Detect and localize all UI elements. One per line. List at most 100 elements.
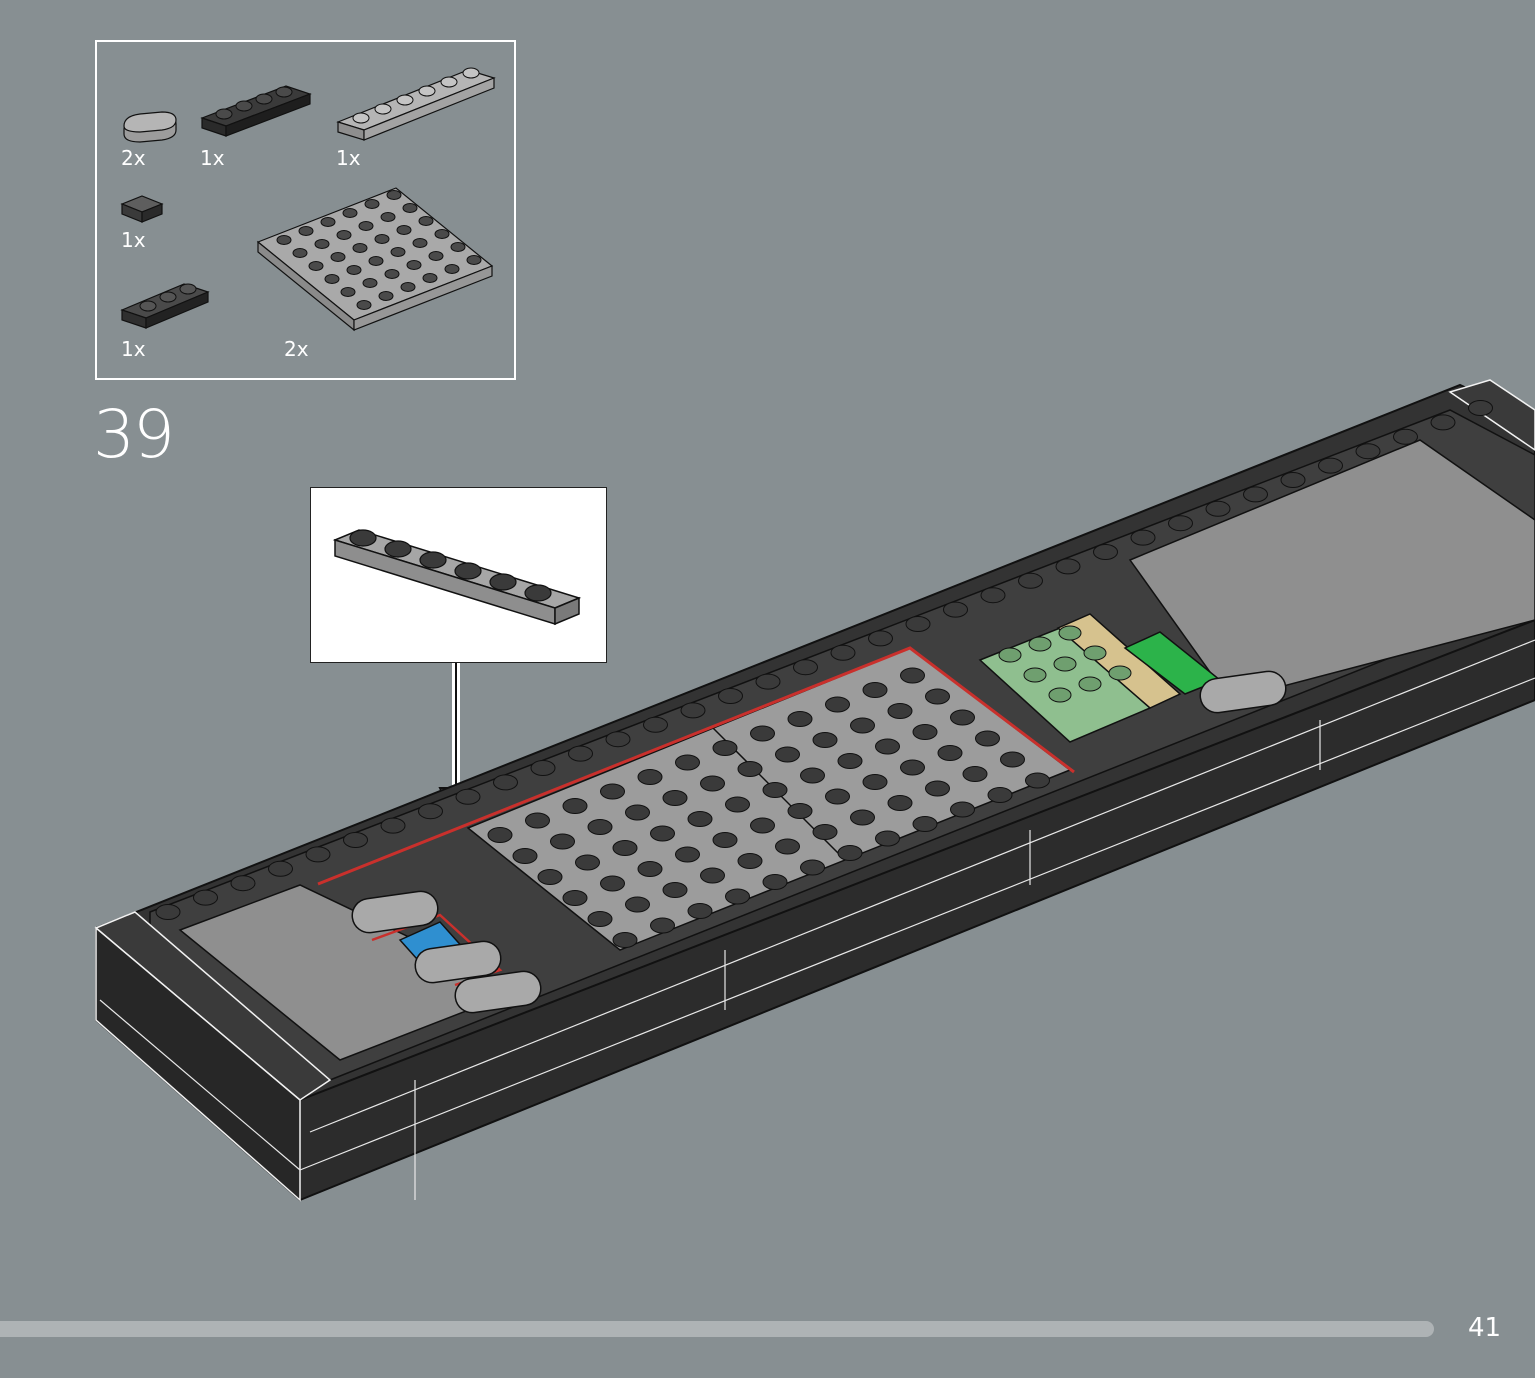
plate-1x6-light-gray-icon <box>336 67 496 141</box>
stud <box>428 251 444 261</box>
plate-1x6-light-gray-icon <box>332 529 582 626</box>
stud <box>314 239 330 249</box>
stud <box>368 256 384 266</box>
stud <box>487 827 513 843</box>
stud <box>637 769 663 785</box>
stud <box>1053 656 1077 672</box>
stud <box>466 255 482 265</box>
stud <box>396 225 412 235</box>
stud <box>800 767 825 784</box>
stud <box>875 830 900 847</box>
stud <box>1130 529 1156 546</box>
stud <box>975 730 1000 747</box>
stud <box>750 817 775 834</box>
stud <box>587 911 613 927</box>
stud <box>1108 665 1132 681</box>
stud <box>537 869 563 885</box>
stud <box>1000 751 1025 768</box>
step-number: 39 <box>93 396 175 473</box>
callout-box <box>310 487 607 663</box>
stud <box>912 724 938 740</box>
stud <box>825 696 850 713</box>
stud <box>787 803 813 819</box>
stud <box>455 788 481 805</box>
stud <box>358 221 374 231</box>
tile-1x2-round-light-gray-icon <box>123 111 177 143</box>
stud <box>1280 472 1306 488</box>
stud <box>384 269 400 279</box>
stud <box>998 647 1022 663</box>
stud <box>336 230 352 240</box>
stud <box>625 896 650 913</box>
stud <box>155 904 181 920</box>
stud <box>1028 636 1052 652</box>
stud <box>1243 486 1268 503</box>
stud <box>380 817 406 834</box>
stud <box>362 278 378 288</box>
stud <box>1168 515 1193 532</box>
stud <box>600 875 625 892</box>
stud <box>575 854 600 871</box>
stud <box>346 265 362 275</box>
stud <box>862 682 888 698</box>
stud <box>512 848 538 864</box>
stud <box>737 853 763 869</box>
stud <box>762 874 788 890</box>
stud <box>292 248 308 258</box>
stud <box>493 774 518 791</box>
part-qty: 1x <box>121 228 146 252</box>
stud <box>775 746 800 763</box>
stud <box>662 882 688 898</box>
stud <box>390 247 406 257</box>
plate-1x3-dark-gray-icon <box>120 283 210 329</box>
stud <box>912 816 938 832</box>
stud <box>562 798 588 814</box>
part-qty: 2x <box>121 146 146 170</box>
stud <box>793 659 818 676</box>
stud <box>330 252 346 262</box>
stud <box>862 774 888 790</box>
page-number: 41 <box>1468 1313 1502 1343</box>
stud <box>434 229 450 239</box>
stud <box>1078 676 1102 692</box>
stud <box>422 273 438 283</box>
stud <box>850 717 875 734</box>
stud <box>755 673 781 690</box>
stud <box>352 243 368 253</box>
stud <box>875 738 900 755</box>
stud <box>400 282 416 292</box>
stud <box>637 861 663 877</box>
stud <box>675 846 700 863</box>
stud <box>925 688 950 705</box>
stud <box>662 790 688 806</box>
stud <box>605 731 631 748</box>
part-qty: 1x <box>200 146 225 170</box>
stud <box>600 783 625 800</box>
stud <box>1468 400 1493 416</box>
stud <box>374 234 390 244</box>
stud <box>905 616 931 632</box>
stud <box>700 775 725 792</box>
stud <box>343 832 368 848</box>
stud <box>950 709 975 726</box>
stud <box>775 838 800 855</box>
stud <box>962 766 988 782</box>
stud <box>787 711 813 727</box>
part-qty: 1x <box>336 146 361 170</box>
stud <box>418 803 443 820</box>
stud <box>1205 500 1231 517</box>
plate-1x4-dark-gray-icon <box>200 85 312 137</box>
stud <box>1093 544 1118 560</box>
stud <box>1048 687 1072 703</box>
stud <box>687 811 713 827</box>
stud <box>887 703 913 719</box>
stud <box>380 212 396 222</box>
stud <box>680 702 706 719</box>
stud <box>650 917 675 934</box>
stud <box>700 867 725 884</box>
stud <box>737 761 763 777</box>
stud <box>1393 428 1418 445</box>
part-qty: 2x <box>284 337 309 361</box>
stud <box>950 801 975 818</box>
stud <box>837 845 863 861</box>
